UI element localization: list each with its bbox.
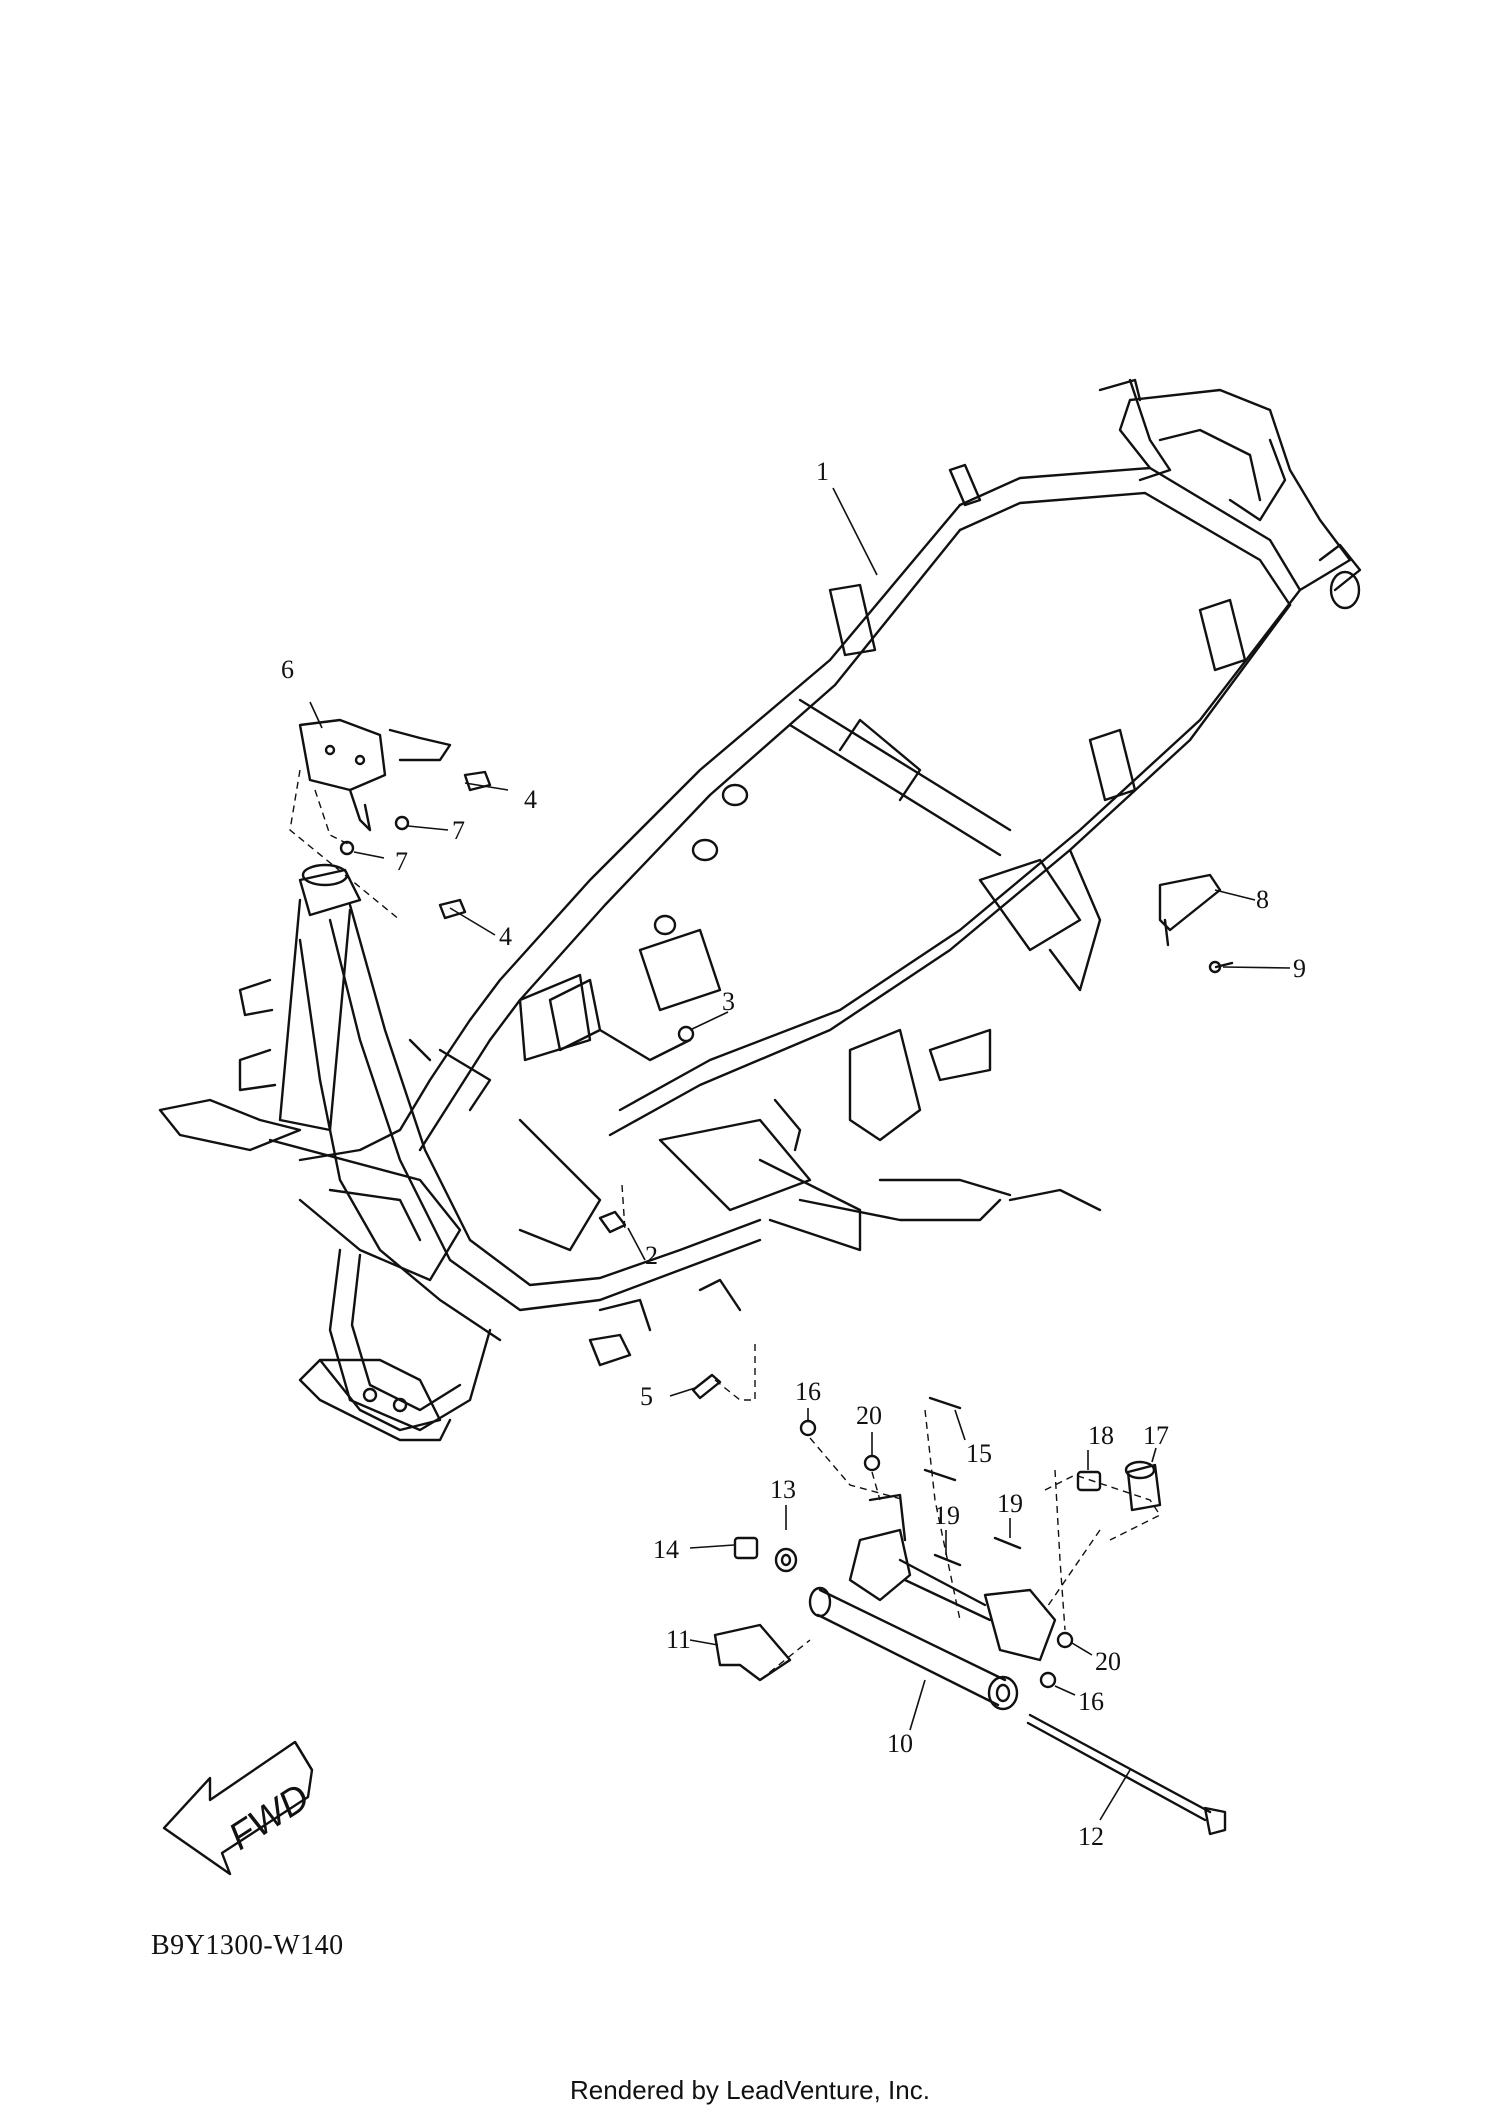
assembly-dashed-lines bbox=[289, 769, 1162, 1681]
callout-1: 1 bbox=[816, 457, 829, 486]
callout-4-upper: 4 bbox=[524, 785, 537, 814]
callout-10: 10 bbox=[887, 1729, 913, 1758]
callout-14: 14 bbox=[653, 1535, 679, 1564]
callout-2: 2 bbox=[645, 1241, 658, 1270]
callout-15: 15 bbox=[966, 1439, 992, 1468]
callout-4-lower: 4 bbox=[499, 922, 512, 951]
callout-20-upper: 20 bbox=[856, 1401, 882, 1430]
fwd-direction-arrow: FWD bbox=[162, 1740, 317, 1876]
callout-19-left: 19 bbox=[934, 1501, 960, 1530]
callout-18: 18 bbox=[1088, 1421, 1114, 1450]
callout-9: 9 bbox=[1293, 954, 1306, 983]
callout-7-upper: 7 bbox=[452, 816, 465, 845]
callout-13: 13 bbox=[770, 1475, 796, 1504]
callout-20-lower: 20 bbox=[1095, 1647, 1121, 1676]
main-frame-drawing bbox=[158, 378, 1362, 1442]
callout-8: 8 bbox=[1256, 885, 1269, 914]
callout-16-upper: 16 bbox=[795, 1377, 821, 1406]
exploded-parts-drawing bbox=[298, 718, 1234, 1836]
callout-3: 3 bbox=[722, 987, 735, 1016]
leader-lines bbox=[309, 487, 1291, 1821]
footer-credit: Rendered by LeadVenture, Inc. bbox=[570, 2075, 930, 2105]
callout-17: 17 bbox=[1143, 1421, 1169, 1450]
callout-7-lower: 7 bbox=[395, 847, 408, 876]
diagram-code: B9Y1300-W140 bbox=[151, 1930, 344, 1961]
callout-16-lower: 16 bbox=[1078, 1687, 1104, 1716]
callout-12: 12 bbox=[1078, 1822, 1104, 1851]
callout-11: 11 bbox=[666, 1625, 691, 1654]
callout-19-right: 19 bbox=[997, 1489, 1023, 1518]
callout-6: 6 bbox=[281, 655, 294, 684]
callout-5: 5 bbox=[640, 1382, 653, 1411]
callout-labels: 1 2 3 4 4 5 6 7 7 8 9 10 11 12 13 14 15 … bbox=[281, 457, 1306, 1851]
